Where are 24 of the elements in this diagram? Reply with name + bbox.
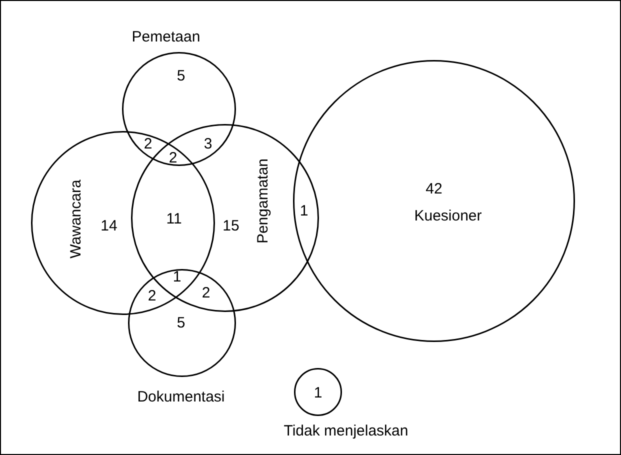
count-number: 5 — [176, 68, 186, 84]
overlap-count: 3 — [204, 136, 212, 152]
count-number: 15 — [222, 218, 240, 234]
count-number: 1 — [314, 386, 322, 400]
overlap-count: 2 — [144, 136, 152, 152]
set-circle — [131, 124, 319, 312]
count-number: 42 — [426, 182, 442, 196]
overlap-count: 11 — [166, 212, 182, 226]
count-number: 5 — [176, 316, 186, 330]
set-label: Wawancara — [68, 180, 84, 258]
count-number: 14 — [100, 218, 118, 234]
set-circle — [293, 60, 575, 342]
overlap-count: 1 — [172, 270, 182, 284]
set-label: Kuesioner — [414, 208, 482, 224]
overlap-count: 2 — [202, 286, 210, 300]
overlap-count: 2 — [168, 150, 178, 166]
set-label: Tidak menjelaskan — [284, 424, 408, 438]
set-label: Pengamatan — [256, 158, 270, 244]
set-label: Dokumentasi — [137, 390, 225, 404]
set-circle — [31, 131, 215, 315]
overlap-count: 2 — [148, 288, 156, 304]
overlap-count: 1 — [300, 204, 308, 218]
set-circle — [294, 368, 342, 416]
set-label: Pemetaan — [132, 30, 200, 44]
